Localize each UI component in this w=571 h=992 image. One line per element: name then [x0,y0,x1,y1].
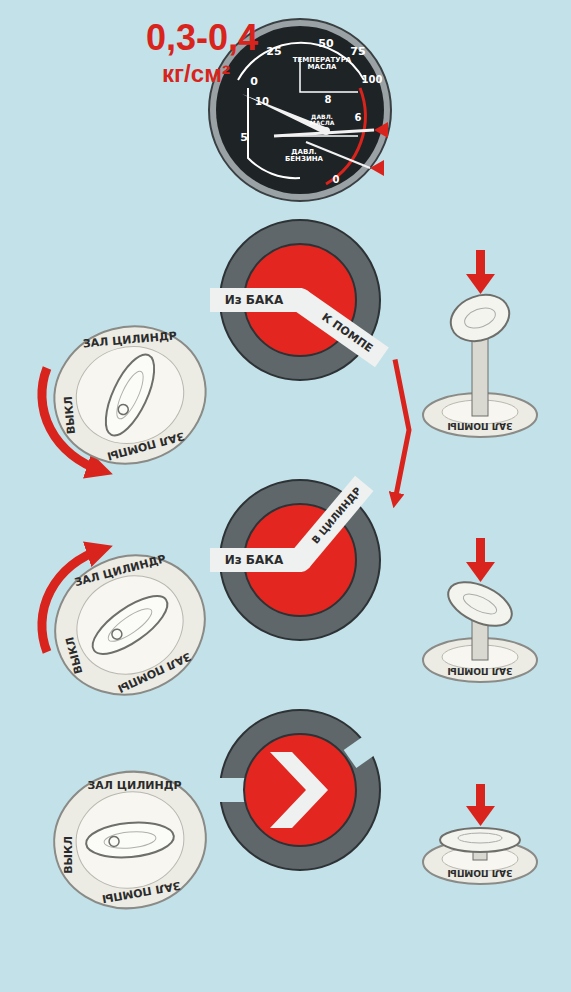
dial-position: ВЫКЛ [63,836,75,874]
channel-joint [288,288,312,312]
gauge-scale-text: 0 [250,76,258,88]
flow-arrow [395,360,409,501]
gauge-scale-text: 10 [255,97,269,108]
dial-handle [85,819,176,861]
valve-body [220,220,380,380]
dial-handle [96,348,164,442]
pressure-unit: кг/см² [162,62,230,86]
knob [444,287,515,416]
knob-plate-center [442,400,518,424]
dial-plate [39,310,221,481]
limit-mark [374,122,388,138]
gauge-scale-text: 8 [325,95,332,106]
limit-mark [370,160,384,176]
closed-valve-section [210,710,389,870]
limit-arc [326,88,365,184]
fuel-valve-section: Из БАКАВ ЦИЛИНДР [210,475,395,645]
valve-dial: ЗАЛ ЦИЛИНДРВЫКЛЗАЛ ПОМПЫ [41,758,219,923]
gauge-scale-text: 5 [240,132,248,144]
valve-dial: ЗАЛ ЦИЛИНДРВЫКЛЗАЛ ПОМПЫ [30,529,231,722]
dial-position: ЗАЛ ПОМПЫ [448,867,513,876]
gauge-scale-text: ДАВЛ. БЕНЗИНА [274,149,334,164]
dial-position: ЗАЛ ЦИЛИНДР [88,780,182,792]
valve-dial: ЗАЛ ЦИЛИНДРВЫКЛЗАЛ ПОМПЫ [37,307,224,483]
scale-arc [248,88,300,178]
knob-plate [423,393,537,437]
fuel-valve-section: Из БАКАК ПОМПЕ [210,215,395,385]
knob-base-outline [422,392,538,438]
knob-plate-center [442,847,518,871]
knob-base: ЗАЛ ПОМПЫ [422,392,538,438]
dial-plate [32,531,227,718]
knob-plate-center [442,645,518,669]
gauge-scale-text: 75 [350,46,365,58]
knob-plate [423,840,537,884]
channel-joint [288,548,312,572]
gauge-scale-text: 100 [362,75,383,86]
gauge-scale-text: ДАВЛ. МАСЛА [298,114,346,127]
dial-handle [84,586,176,664]
dial-position: ЗАЛ ПОМПЫ [448,420,513,429]
gauge-scale-text: 25 [266,46,281,58]
knob [442,573,519,660]
gauge-scale-text: 0 [333,175,340,186]
gauge-scale-text: ТЕМПЕРАТУРА МАСЛА [290,57,354,72]
channel-name: Из БАКА [225,294,284,307]
knob [440,828,520,860]
press-arrow [466,250,495,826]
knob-plate [423,638,537,682]
pressure-value: 0,3-0,4 [146,20,258,56]
dial-position: ЗАЛ ПОМПЫ [448,665,513,674]
knob-base: ЗАЛ ПОМПЫ [422,839,538,885]
needle-hub [322,127,330,135]
valve-dial-outline [30,529,231,722]
gauge-scale-text: 50 [318,38,333,50]
knob-base-outline [422,839,538,885]
channel-name: Из БАКА [225,554,284,567]
gauge-scale-text: 6 [355,113,362,124]
knob-base-outline [422,637,538,683]
knob-base: ЗАЛ ПОМПЫ [422,637,538,683]
dial-plate [43,760,216,920]
